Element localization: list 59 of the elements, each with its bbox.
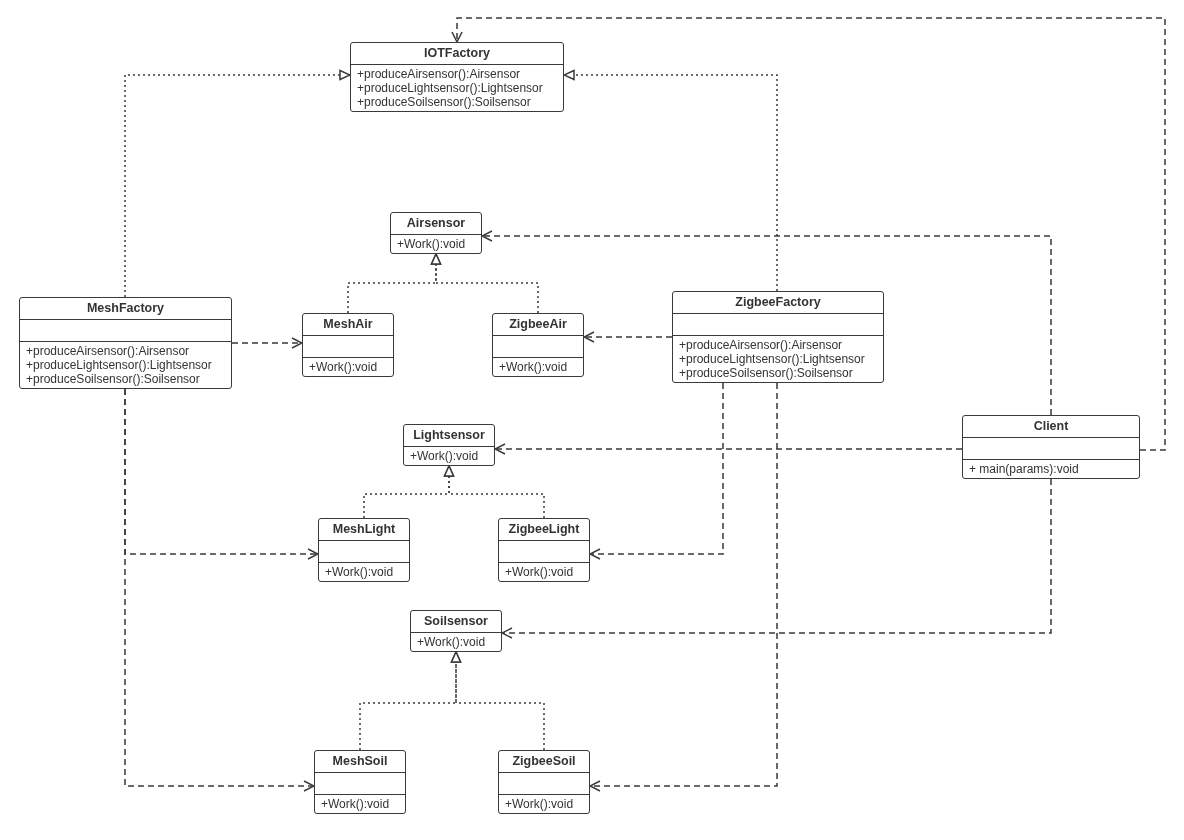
class-box	[302, 313, 394, 377]
class-box	[498, 518, 590, 582]
class-name: IOTFactory	[351, 43, 563, 65]
method-signature: +Work():void	[325, 565, 394, 579]
realization-arrow	[430, 253, 539, 314]
method-signature: +produceLightsensor():Lightsensor	[679, 352, 865, 366]
dependency-arrow	[589, 382, 724, 560]
class-name: ZigbeeLight	[499, 519, 589, 541]
method-signature: +produceSoilsensor():Soilsensor	[679, 366, 853, 380]
class-box	[390, 212, 482, 254]
method-signature: +produceSoilsensor():Soilsensor	[357, 95, 531, 109]
dependency-arrow	[494, 443, 963, 455]
method-signature: +produceAirsensor():Airsensor	[26, 344, 190, 358]
dependency-arrow	[589, 382, 778, 792]
class-box	[403, 424, 495, 466]
realization-arrow	[443, 465, 545, 519]
class-name: MeshLight	[319, 519, 409, 541]
method-signature: +Work():void	[410, 449, 479, 463]
method-signature: +Work():void	[499, 360, 568, 374]
dependency-arrow	[501, 478, 1052, 639]
dependency-arrow	[231, 337, 303, 349]
method-signature: +produceLightsensor():Lightsensor	[26, 358, 212, 372]
class-name: Airsensor	[391, 213, 481, 235]
method-signature: +Work():void	[417, 635, 486, 649]
method-signature: +Work():void	[505, 797, 574, 811]
method-signature: +Work():void	[309, 360, 378, 374]
class-box	[492, 313, 584, 377]
dependency-arrow	[583, 331, 673, 343]
realization-arrow	[124, 69, 351, 298]
realization-arrow	[563, 69, 778, 292]
class-box	[350, 42, 564, 112]
dependency-arrow	[124, 388, 315, 792]
class-box	[410, 610, 502, 652]
class-box	[962, 415, 1140, 479]
method-signature: +produceSoilsensor():Soilsensor	[26, 372, 200, 386]
class-box	[314, 750, 406, 814]
class-name: Client	[963, 416, 1139, 438]
dependency-arrow	[481, 230, 1052, 416]
class-name: ZigbeeSoil	[499, 751, 589, 773]
class-name: Lightsensor	[404, 425, 494, 447]
class-name: MeshAir	[303, 314, 393, 336]
class-name: ZigbeeAir	[493, 314, 583, 336]
method-signature: +produceAirsensor():Airsensor	[679, 338, 843, 352]
class-box	[19, 297, 232, 389]
method-signature: +produceAirsensor():Airsensor	[357, 67, 521, 81]
method-signature: +Work():void	[321, 797, 390, 811]
method-signature: +Work():void	[397, 237, 466, 251]
class-name: MeshFactory	[20, 298, 231, 320]
class-box	[498, 750, 590, 814]
method-signature: +produceLightsensor():Lightsensor	[357, 81, 543, 95]
method-signature: + main(params):void	[969, 462, 1079, 476]
class-box	[318, 518, 410, 582]
class-name: MeshSoil	[315, 751, 405, 773]
class-box	[672, 291, 884, 383]
realization-arrow	[450, 651, 545, 751]
dependency-arrow	[451, 17, 1166, 451]
class-name: ZigbeeFactory	[673, 292, 883, 314]
class-name: Soilsensor	[411, 611, 501, 633]
method-signature: +Work():void	[505, 565, 574, 579]
